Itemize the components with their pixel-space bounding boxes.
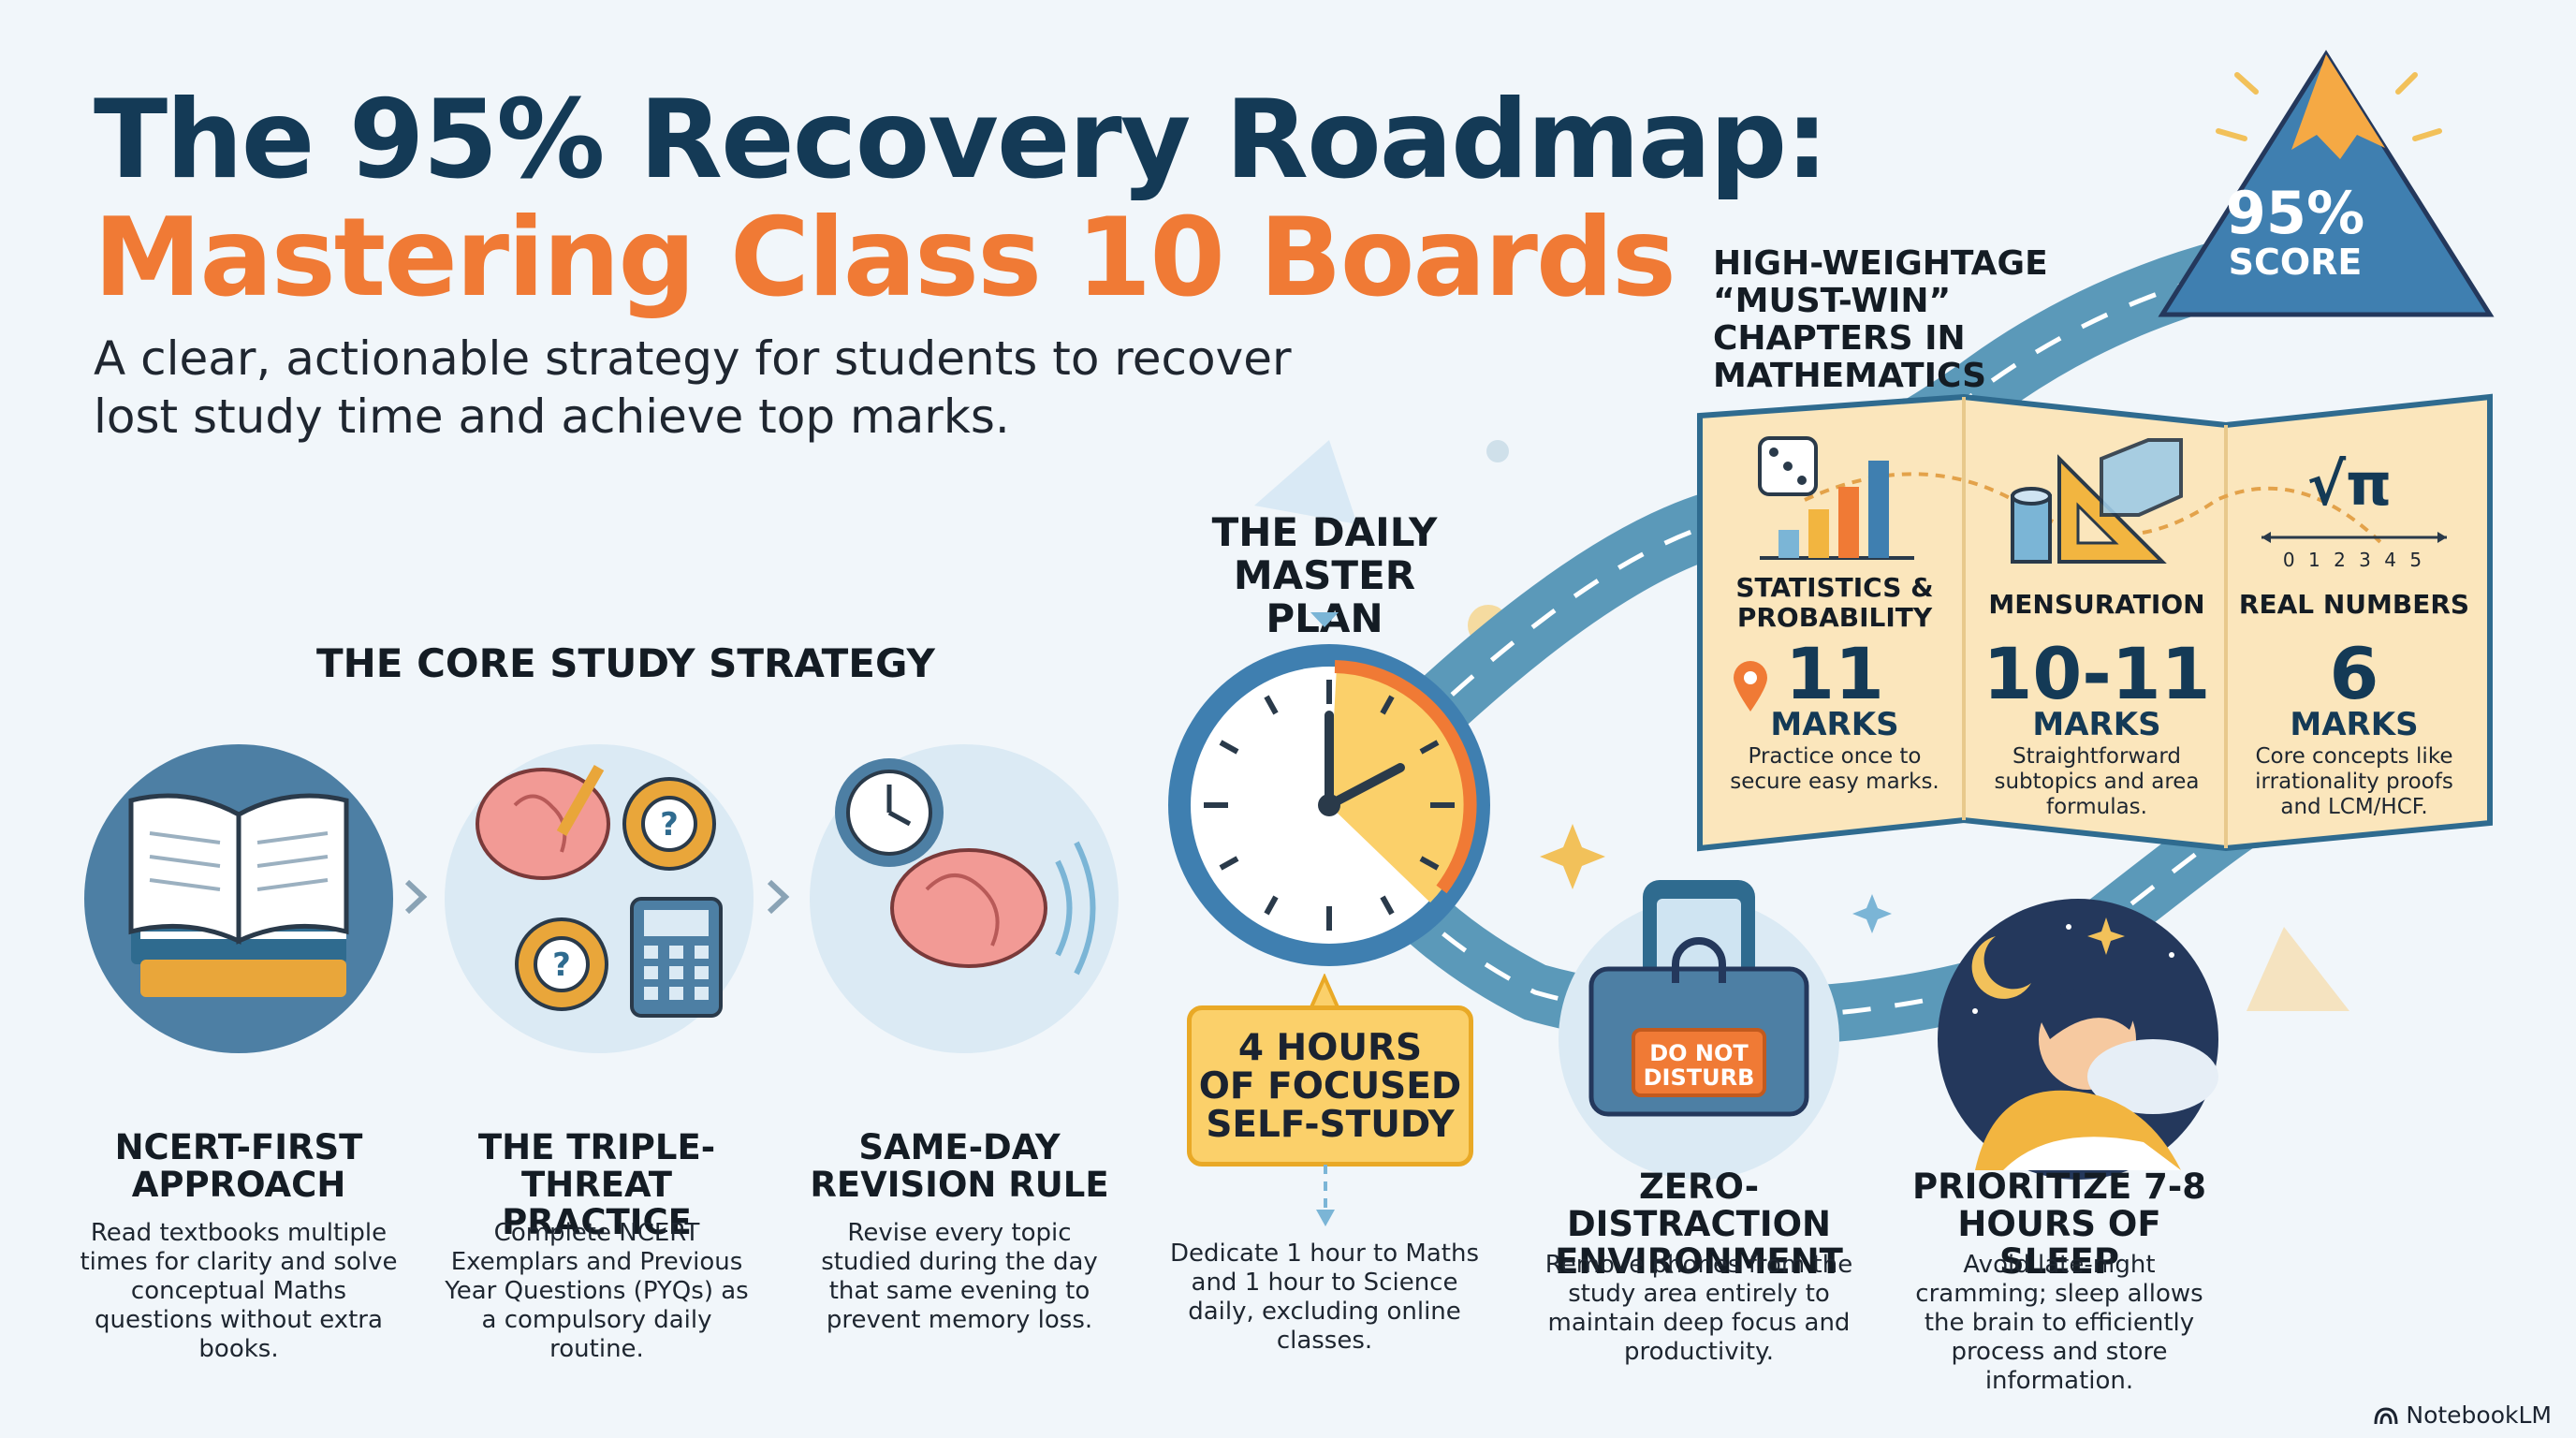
step-triple-threat-title: THE TRIPLE-THREAT PRACTICE [477, 1127, 716, 1242]
dashed-connector [1316, 1165, 1335, 1226]
step-revision-title: SAME-DAY REVISION RULE [810, 1127, 1109, 1205]
sleeping-student-icon [1971, 917, 2218, 1170]
notebooklm-brand: NotebookLM [2374, 1401, 2552, 1429]
score-badge: 95% SCORE [2202, 179, 2389, 283]
title-line-2: Mastering Class 10 Boards [94, 195, 1676, 321]
clock-icon [1168, 644, 1490, 966]
chapter-real-numbers-marks: 6 [2329, 632, 2379, 715]
chapter-stats-label: STATISTICS & PROBABILITY [1735, 572, 1934, 633]
down-arrow-icon [1310, 612, 1339, 627]
environment-title: ZERO-DISTRACTION ENVIRONMENT [1555, 1167, 1843, 1282]
dice-bar-chart-icon [1758, 436, 1914, 560]
notebooklm-logo-icon [2374, 1406, 2398, 1424]
svg-text:?: ? [660, 806, 679, 844]
map-pin-icon [1734, 661, 1767, 712]
mountain-peak-icon [2158, 50, 2495, 317]
chapter-mensuration-marks-label: MARKS [2032, 706, 2161, 743]
phone-lockbox-icon [1588, 880, 1809, 1117]
brain-gears-calculator-icon: ? ? [476, 765, 723, 1018]
number-line-icon [2261, 532, 2447, 543]
step-revision-text: Revise every topic studied during the da… [821, 1219, 1098, 1334]
chapter-stats-note: Practice once to secure easy marks. [1730, 744, 1939, 794]
svg-text:?: ? [552, 946, 571, 984]
chapter-stats-marks: 11 [1785, 632, 1884, 715]
ruler-cube-cylinder-icon [2011, 438, 2183, 564]
focused-study-callout: 4 HOURS OF FOCUSED SELF-STUDY [1187, 1005, 1473, 1167]
brand-label: NotebookLM [2406, 1401, 2552, 1429]
score-percent: 95% [2225, 179, 2365, 247]
score-label: SCORE [2228, 242, 2363, 283]
core-strategy-heading: THE CORE STUDY STRATEGY [316, 640, 935, 686]
master-plan-text: Dedicate 1 hour to Maths and 1 hour to S… [1170, 1240, 1480, 1355]
chapter-stats-marks-label: MARKS [1770, 706, 1899, 743]
number-line-labels: 0 1 2 3 4 5 [2282, 549, 2426, 571]
book-icon [128, 793, 349, 997]
step-ncert-text: Read textbooks multiple times for clarit… [80, 1219, 398, 1363]
environment-text: Remove phones from the study area entire… [1544, 1251, 1853, 1366]
chapter-real-numbers-marks-label: MARKS [2290, 706, 2419, 743]
focused-study-callout-text: 4 HOURS OF FOCUSED SELF-STUDY [1198, 1026, 1462, 1146]
step-ncert-title: NCERT-FIRST APPROACH [114, 1127, 363, 1205]
subtitle: A clear, actionable strategy for student… [94, 331, 1292, 444]
clock-brain-icon [835, 758, 1096, 976]
chapter-mensuration-label: MENSURATION [1988, 589, 2205, 620]
chapter-real-numbers-note: Core concepts like irrationality proofs … [2255, 744, 2453, 819]
do-not-disturb-sign: DO NOT DISTURB [1643, 1040, 1755, 1091]
sqrt-pi-symbol: √π [2306, 450, 2393, 519]
title-line-1: The 95% Recovery Roadmap: [94, 77, 1829, 203]
chapter-real-numbers-label: REAL NUMBERS [2238, 589, 2470, 620]
chapters-heading: HIGH-WEIGHTAGE “MUST-WIN” CHAPTERS IN MA… [1713, 244, 2048, 395]
step-triple-threat-text: Complete NCERT Exemplars and Previous Ye… [445, 1219, 749, 1363]
master-plan-heading: THE DAILY MASTER PLAN [1211, 509, 1438, 640]
sleep-title: PRIORITIZE 7-8 HOURS OF SLEEP [1912, 1167, 2206, 1282]
chapter-mensuration-note: Straightforward subtopics and area formu… [1994, 744, 2200, 819]
sleep-text: Avoid late-night cramming; sleep allows … [1915, 1251, 2203, 1395]
chapter-mensuration-marks: 10-11 [1983, 632, 2211, 715]
